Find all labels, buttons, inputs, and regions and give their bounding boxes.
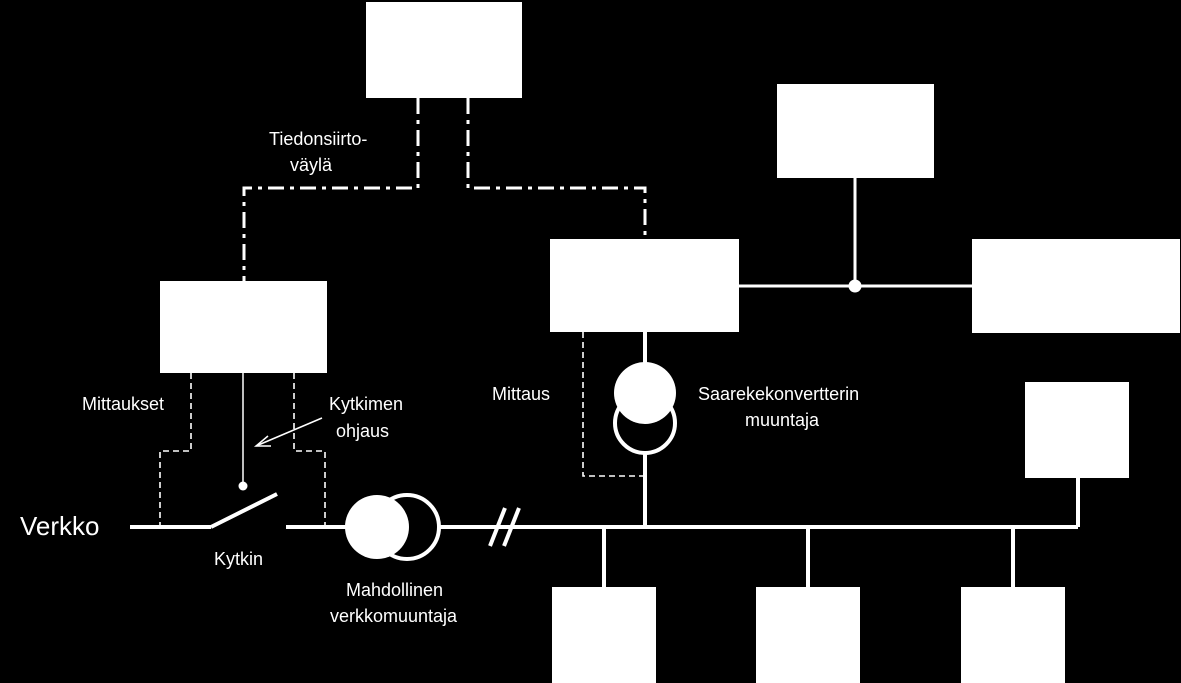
label-kytkin: Kytkin	[214, 549, 264, 569]
load-box-2	[756, 587, 860, 683]
label-mittaus: Mittaus	[492, 384, 551, 404]
label-saarekekonvertterin-line1: Saarekekonvertterin	[698, 384, 860, 404]
top-control-box	[366, 2, 522, 98]
label-kytkimen-ohjaus-line1: Kytkimen	[329, 394, 404, 414]
island-converter-box	[550, 239, 739, 332]
label-kytkimen-ohjaus-line2: ohjaus	[336, 421, 390, 441]
ohjaus-pointer-line	[255, 417, 323, 447]
label-mittaukset: Mittaukset	[82, 394, 165, 414]
label-tiedonsiirto-line2: väylä	[290, 155, 333, 175]
comm-bus-left	[242, 98, 420, 281]
switch-control-dot	[238, 481, 248, 491]
measurement-line-converter	[582, 332, 645, 477]
label-mahdollinen-line2: verkkomuuntaja	[330, 606, 458, 626]
far-right-load-box	[1025, 382, 1129, 478]
left-controller-box	[160, 281, 327, 373]
label-verkko: Verkko	[20, 511, 100, 541]
break-mark-1	[488, 507, 507, 547]
load-box-1	[552, 587, 656, 683]
label-mahdollinen-line1: Mahdollinen	[346, 580, 444, 600]
junction-dot	[848, 279, 862, 293]
break-mark-2	[502, 507, 521, 547]
label-tiedonsiirto-line1: Tiedonsiirto-	[269, 129, 368, 149]
right-box	[972, 239, 1180, 333]
measurement-line-right	[293, 373, 326, 528]
comm-bus-right	[466, 98, 647, 239]
grid-transformer-left-circle	[345, 495, 409, 559]
switch-blade	[210, 492, 278, 529]
label-saarekekonvertterin-line2: muuntaja	[745, 410, 820, 430]
measurement-line-left	[159, 373, 192, 528]
load-box-3	[961, 587, 1065, 683]
converter-transformer-upper-circle	[614, 362, 676, 424]
upper-right-box	[777, 84, 934, 178]
ohjaus-arrow-head	[253, 435, 271, 447]
